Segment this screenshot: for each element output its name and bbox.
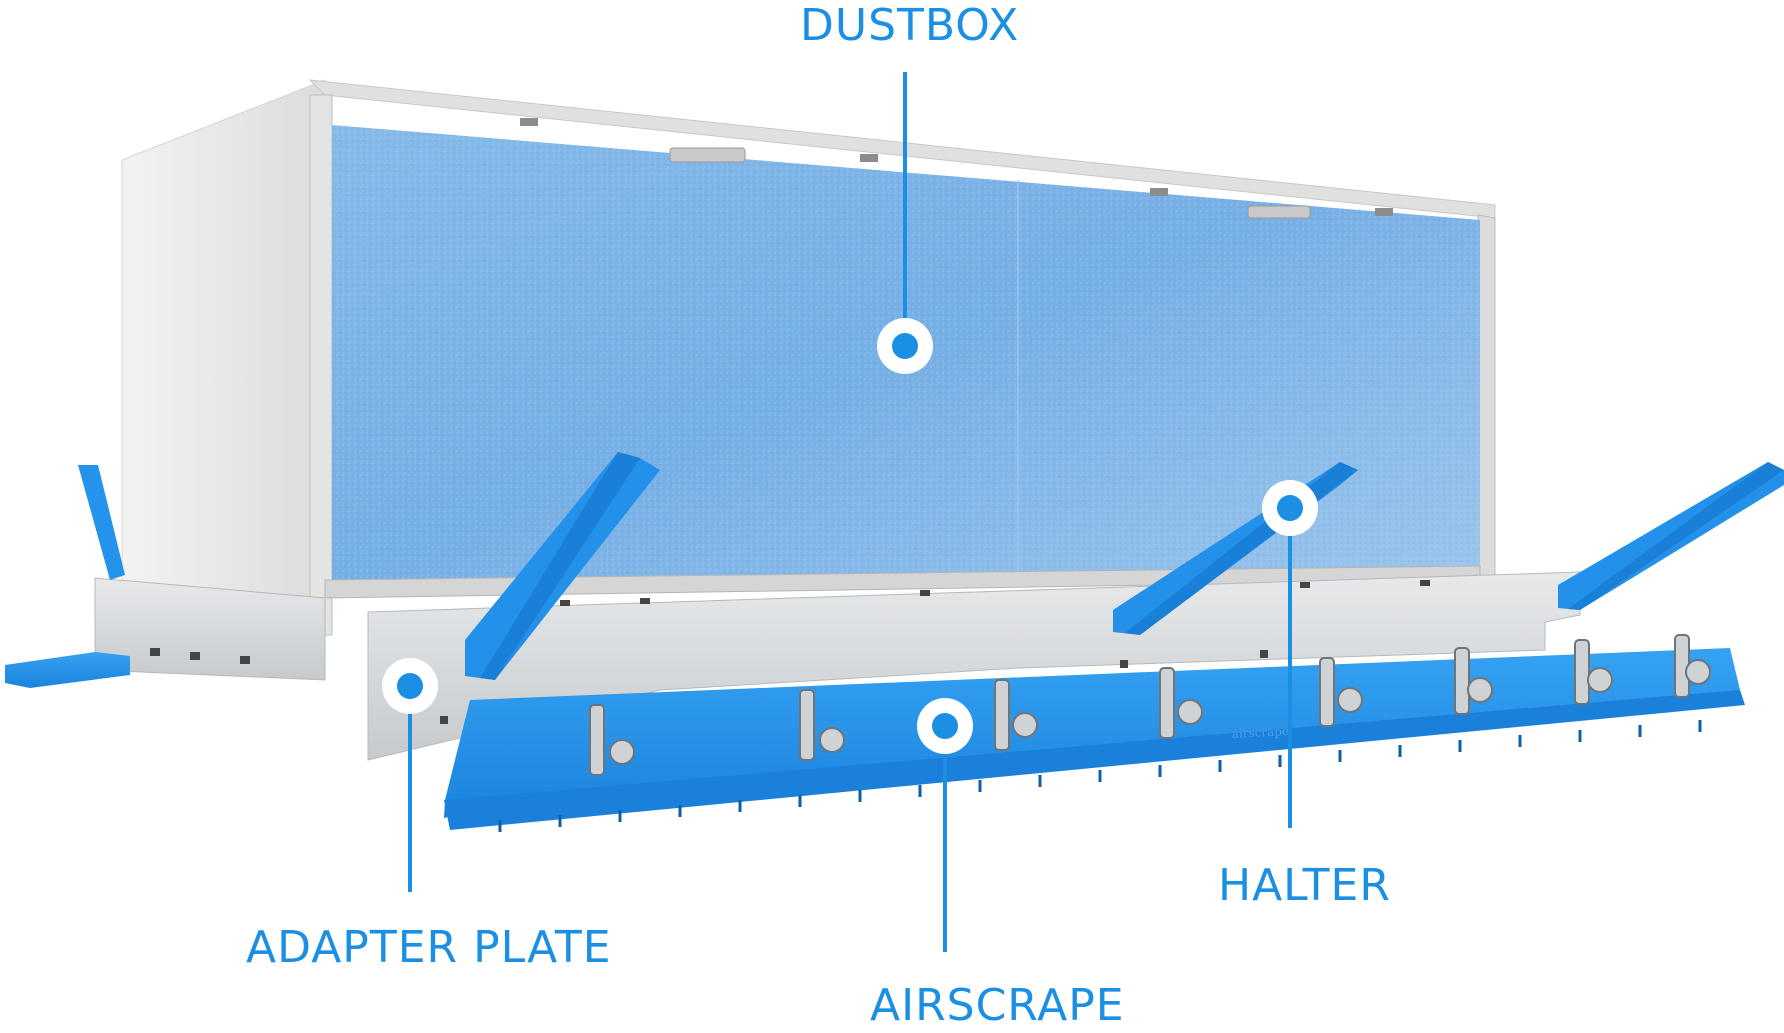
latch — [1247, 205, 1311, 219]
scraper-left — [5, 652, 130, 688]
dustbox-left-post — [309, 94, 333, 636]
clip — [520, 118, 538, 126]
latch — [669, 147, 746, 163]
airscrape-brand-text: airscrape — [1231, 724, 1289, 741]
clamps — [589, 634, 1711, 776]
callout-marker-halter — [1262, 480, 1318, 536]
airscrape-teeth — [498, 720, 1702, 832]
callout-lines — [408, 72, 1292, 952]
callout-marker-adapter-plate — [382, 658, 438, 714]
plate-holes — [150, 580, 1430, 728]
airscrape-lip — [444, 690, 1745, 830]
clip — [1150, 188, 1168, 196]
label-dustbox: DUSTBOX — [800, 0, 1020, 51]
dustbox-side-panel — [121, 79, 326, 636]
callout-marker-airscrape — [917, 698, 973, 754]
label-adapter-plate: ADAPTER PLATE — [246, 922, 612, 973]
label-halter: HALTER — [1218, 860, 1391, 911]
label-airscrape: AIRSCRAPE — [870, 980, 1125, 1031]
halter-left — [78, 465, 125, 580]
dustbox-right-post — [1477, 214, 1496, 581]
callout-marker-dustbox — [877, 318, 933, 374]
clip — [860, 154, 878, 162]
clip — [1375, 208, 1393, 216]
